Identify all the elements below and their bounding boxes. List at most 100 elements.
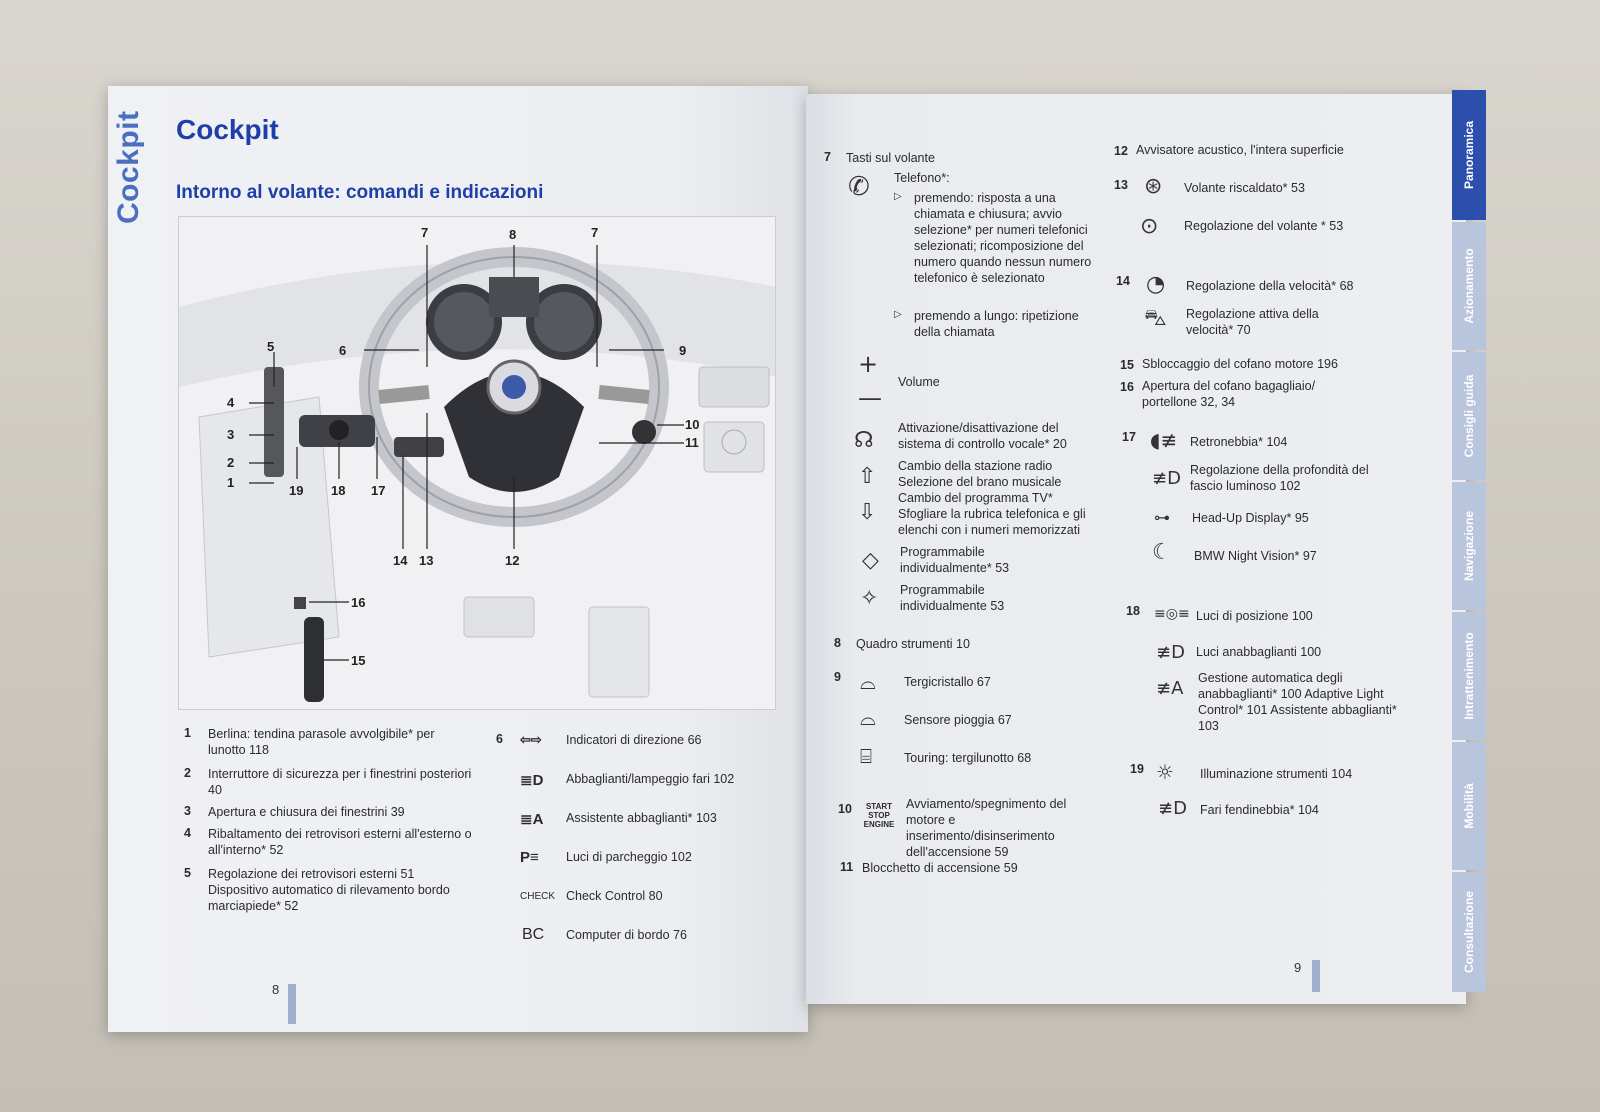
voice-control-icon: ☊ xyxy=(854,428,874,453)
callout-1: 1 xyxy=(227,475,235,490)
item-9-text-1: Tergicristallo 67 xyxy=(904,675,991,689)
callout-8: 8 xyxy=(509,227,517,242)
item-10-text: Avviamento/spegnimento del motore e inse… xyxy=(906,797,1067,859)
item-18-number: 18 xyxy=(1126,604,1140,618)
page-title: Cockpit xyxy=(176,114,279,145)
list-item-4: 4 Ribaltamento dei retrovisori esterni a… xyxy=(184,826,474,858)
item-17-text-2: Regolazione della profondità del fascio … xyxy=(1190,463,1369,493)
item-13-text-2: Regolazione del volante * 53 xyxy=(1184,219,1344,233)
page-marker xyxy=(288,984,296,1024)
instrument-lighting-icon: ☼ xyxy=(1156,760,1174,784)
page-marker xyxy=(1312,960,1320,992)
item-17-number: 17 xyxy=(1122,430,1136,444)
heated-wheel-icon: ⊛ xyxy=(1144,174,1163,199)
item-text: Abbaglianti/lampeggio fari 102 xyxy=(566,772,735,786)
item-15-text: Sbloccaggio del cofano motore 196 xyxy=(1142,357,1338,371)
item-number: 3 xyxy=(184,804,191,818)
item6-row: ≣A Assistente abbaglianti* 103 xyxy=(520,810,790,828)
item-18-text-3: Gestione automatica degli anabbaglianti*… xyxy=(1198,671,1397,733)
item-18-text-2: Luci anabbaglianti 100 xyxy=(1196,645,1322,659)
item-8-number: 8 xyxy=(834,636,841,650)
item-13-text-1: Volante riscaldato* 53 xyxy=(1184,181,1305,195)
item-8-text: Quadro strumenti 10 xyxy=(856,637,970,651)
item-text: Interruttore di sicurezza per i finestri… xyxy=(208,767,472,797)
callout-10: 10 xyxy=(685,417,700,432)
beam-depth-icon: ≢D xyxy=(1152,468,1181,489)
item-14-number: 14 xyxy=(1116,274,1130,288)
item-7-number: 7 xyxy=(824,150,831,164)
tab-consultazione[interactable]: Consultazione xyxy=(1452,872,1486,992)
item-16-text: Apertura del cofano bagagliaio/ portello… xyxy=(1142,379,1316,409)
arrow-up-icon: ⇧ xyxy=(858,464,877,489)
item-text: Computer di bordo 76 xyxy=(566,928,687,942)
item-12-text: Avvisatore acustico, l'intera superficie xyxy=(1136,143,1344,157)
item-9-text-3: Touring: tergilunotto 68 xyxy=(904,751,1032,765)
item-14-text-2: Regolazione attiva della velocità* 70 xyxy=(1186,307,1319,337)
start-stop-icon: START STOP ENGINE xyxy=(863,802,895,829)
list-item-5: 5 Regolazione dei retrovisori esterni 51… xyxy=(184,866,474,914)
arrow-down-icon: ⇩ xyxy=(858,500,877,525)
item-17-text-1: Retronebbia* 104 xyxy=(1190,435,1288,449)
callout-11: 11 xyxy=(685,435,699,450)
item-7-title: Tasti sul volante xyxy=(846,151,935,165)
front-fog-icon: ≢D xyxy=(1158,798,1187,819)
night-vision-icon: ☾ xyxy=(1152,540,1172,565)
phone-bullet-2: ▷ premendo a lungo: ripetizione della ch… xyxy=(894,308,1094,340)
callout-2: 2 xyxy=(227,455,235,470)
item-18-text-1: Luci di posizione 100 xyxy=(1196,609,1313,623)
item-number: 2 xyxy=(184,766,191,780)
right-page: 7 Tasti sul volante ✆ Telefono*: ▷ preme… xyxy=(806,94,1466,1004)
item-19-number: 19 xyxy=(1130,762,1144,776)
item-text: Luci di parcheggio 102 xyxy=(566,850,692,864)
rain-sensor-icon: ⌓ xyxy=(860,706,876,730)
minus-icon: — xyxy=(858,384,882,412)
callout-9: 9 xyxy=(679,343,687,358)
wheel-adjust-icon: ⊙ xyxy=(1140,214,1159,239)
item-12-number: 12 xyxy=(1114,144,1128,158)
plus-icon: + xyxy=(858,350,879,378)
callout-16: 16 xyxy=(351,595,366,610)
cruise-control-icon: ◔ xyxy=(1146,272,1166,297)
callout-7b: 7 xyxy=(591,225,599,240)
tab-consigli-guida[interactable]: Consigli guida xyxy=(1452,352,1486,480)
tab-azionamento[interactable]: Azionamento xyxy=(1452,222,1486,350)
page-number: 9 xyxy=(1294,960,1302,975)
tab-intrattenimento[interactable]: Intrattenimento xyxy=(1452,612,1486,740)
item-17-text-4: BMW Night Vision* 97 xyxy=(1194,549,1317,563)
item6-row: CHECK Check Control 80 xyxy=(520,888,790,904)
item-text: Apertura e chiusura dei finestrini 39 xyxy=(208,805,405,819)
item-9-number: 9 xyxy=(834,670,841,684)
item6-row: P≡ Luci di parcheggio 102 xyxy=(520,849,790,866)
callout-3: 3 xyxy=(227,427,235,442)
item6-row: ≣D Abbaglianti/lampeggio fari 102 xyxy=(520,771,790,789)
callout-13: 13 xyxy=(419,553,434,568)
high-beam-icon: ≣D xyxy=(520,772,544,789)
item-6-number: 6 xyxy=(496,732,503,746)
item-15-number: 15 xyxy=(1120,358,1134,372)
item-text: Assistente abbaglianti* 103 xyxy=(566,811,717,825)
item-13-number: 13 xyxy=(1114,178,1128,192)
tab-navigazione[interactable]: Navigazione xyxy=(1452,482,1486,610)
callout-19: 19 xyxy=(289,483,304,498)
item-number: 4 xyxy=(184,826,191,840)
item-text: Indicatori di direzione 66 xyxy=(566,733,702,747)
item-19-text-1: Illuminazione strumenti 104 xyxy=(1200,767,1353,781)
item-11-number: 11 xyxy=(840,860,854,874)
item-19-text-2: Fari fendinebbia* 104 xyxy=(1200,803,1319,817)
wiper-icon: ⌓ xyxy=(860,670,876,694)
up-down-text: Cambio della stazione radio Selezione de… xyxy=(898,459,1086,537)
parking-light-icon: P≡ xyxy=(520,849,539,866)
tab-panoramica[interactable]: Panoramica xyxy=(1452,90,1486,220)
phone-label: Telefono*: xyxy=(894,171,950,185)
head-up-display-icon: ⊶ xyxy=(1154,508,1170,527)
diamond-icon: ◇ xyxy=(862,548,879,573)
chapter-tabs: Panoramica Azionamento Consigli guida Na… xyxy=(1452,90,1486,994)
prog2-text: Programmabile individualmente 53 xyxy=(900,583,1005,613)
rear-fog-icon: ◖≢ xyxy=(1150,428,1178,452)
cockpit-illustration: 7 8 7 6 9 5 4 3 2 1 19 18 17 10 11 14 13… xyxy=(178,216,776,710)
auto-low-beam-icon: ≢A xyxy=(1156,678,1184,699)
callout-5: 5 xyxy=(267,339,275,354)
tab-mobilita[interactable]: Mobilità xyxy=(1452,742,1486,870)
voice-text: Attivazione/disattivazione del sistema d… xyxy=(898,421,1067,451)
callout-15: 15 xyxy=(351,653,366,668)
